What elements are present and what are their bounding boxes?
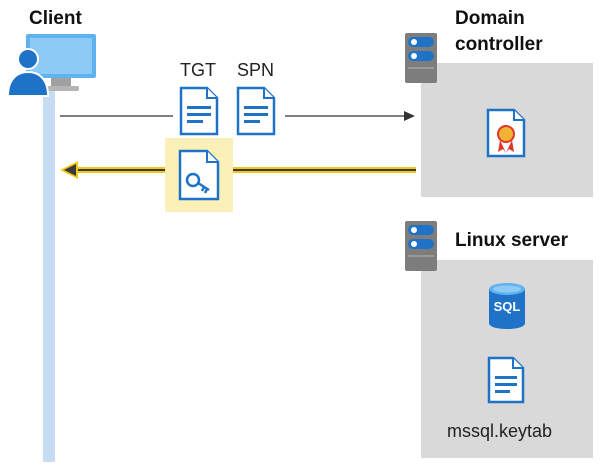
key-document-icon <box>178 149 220 201</box>
sql-label: SQL <box>493 299 521 314</box>
keytab-document-icon <box>487 356 525 404</box>
client-lifeline <box>43 90 55 462</box>
client-title: Client <box>29 8 82 29</box>
domain-controller-title-line2: controller <box>455 34 543 55</box>
spn-label: SPN <box>237 60 275 80</box>
linux-server-icon <box>403 219 439 273</box>
client-workstation-icon <box>6 32 98 98</box>
domain-controller-title-line1: Domain <box>455 8 525 29</box>
tgt-label: TGT <box>180 60 216 80</box>
linux-server-title: Linux server <box>455 230 568 251</box>
certificate-icon <box>486 108 526 158</box>
domain-controller-title: Domain controller <box>455 6 543 58</box>
response-arrow <box>58 160 416 180</box>
spn-document-icon <box>236 86 276 136</box>
request-arrow <box>60 110 416 122</box>
keytab-label: mssql.keytab <box>447 421 553 441</box>
sql-database-icon: SQL <box>488 282 526 330</box>
server-icon <box>403 31 439 85</box>
tgt-document-icon <box>179 86 219 136</box>
